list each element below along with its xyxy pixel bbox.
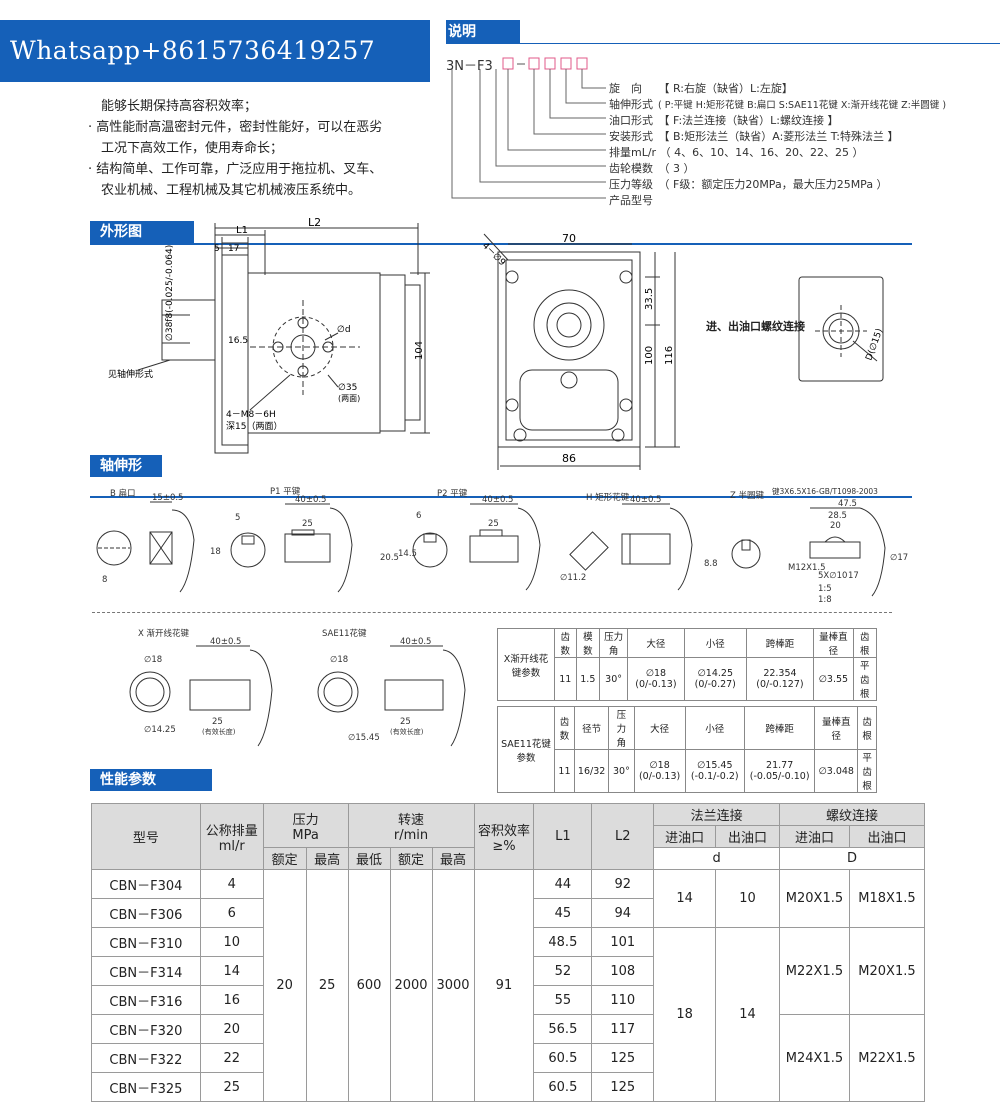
svg-text:1:5: 1:5: [818, 584, 832, 594]
svg-text:X 渐开线花键: X 渐开线花键: [138, 628, 190, 639]
svg-text:25: 25: [212, 717, 223, 727]
svg-text:∅38f8(-0.025/-0.064): ∅38f8(-0.025/-0.064): [165, 245, 175, 341]
svg-text:25: 25: [488, 519, 499, 529]
explain-title-bg: 说明: [446, 20, 520, 44]
svg-text:6: 6: [416, 511, 421, 521]
svg-text:P1 平键: P1 平键: [270, 486, 301, 497]
svg-text:∅18: ∅18: [330, 655, 348, 665]
svg-text:14.5: 14.5: [398, 549, 417, 559]
svg-text:116: 116: [664, 346, 675, 365]
svg-text:1:8: 1:8: [818, 595, 832, 605]
svg-text:18: 18: [210, 547, 221, 557]
code-boxes: [451, 57, 606, 199]
svg-text:(有效长度): (有效长度): [390, 727, 424, 736]
svg-text:17: 17: [848, 571, 859, 581]
svg-text:5: 5: [235, 513, 240, 523]
outline-header: 外形图: [90, 221, 912, 245]
svg-text:28.5: 28.5: [828, 511, 847, 521]
svg-text:100: 100: [644, 346, 655, 365]
svg-text:∅18: ∅18: [144, 655, 162, 665]
shaft-forms-row1: B 扁口 P1 平键 P2 平键 H 矩形花键 Z 半圆键 键3X6.5X16-…: [96, 486, 908, 605]
svg-text:5: 5: [214, 244, 220, 254]
explain-title: 说明: [448, 24, 476, 40]
thread-port-drawing: D(∅15): [798, 276, 885, 382]
th-model: 型号: [91, 803, 201, 870]
perf-header: 性能参数: [90, 769, 212, 791]
svg-text:∅15.45: ∅15.45: [348, 733, 380, 743]
svg-text:5X∅10: 5X∅10: [818, 571, 847, 581]
svg-text:15±0.5: 15±0.5: [152, 493, 183, 503]
svg-text:40±0.5: 40±0.5: [210, 637, 241, 647]
svg-text:33.5: 33.5: [644, 288, 655, 310]
svg-text:20: 20: [830, 521, 841, 531]
svg-text:40±0.5: 40±0.5: [295, 495, 326, 505]
svg-text:L2: L2: [308, 216, 321, 229]
svg-text:B 扁口: B 扁口: [110, 488, 136, 499]
svg-text:25: 25: [400, 717, 411, 727]
svg-text:∅11.2: ∅11.2: [560, 573, 586, 583]
svg-text:25: 25: [302, 519, 313, 529]
svg-text:(有效长度): (有效长度): [202, 727, 236, 736]
svg-text:Z 半圆键: Z 半圆键: [730, 490, 765, 501]
th-L2: L2: [591, 803, 655, 870]
svg-text:4－M8－6H: 4－M8－6H: [226, 410, 276, 420]
svg-text:40±0.5: 40±0.5: [482, 495, 513, 505]
svg-text:8.8: 8.8: [704, 559, 718, 569]
svg-text:D(∅15): D(∅15): [864, 327, 885, 362]
explain-rule: [446, 43, 1000, 44]
svg-text:16.5: 16.5: [228, 336, 248, 346]
svg-text:深15（两面）: 深15（两面）: [226, 421, 282, 432]
svg-text:104: 104: [414, 341, 425, 360]
svg-text:40±0.5: 40±0.5: [630, 495, 661, 505]
front-view-drawing: 70 86 33.5 100 116 4－∅9: [480, 232, 680, 470]
th-L1: L1: [533, 803, 593, 870]
svg-text:70: 70: [562, 232, 576, 245]
model-code: 3N－F3: [446, 59, 493, 74]
svg-text:(两面): (两面): [338, 394, 360, 403]
svg-text:H 矩形花键: H 矩形花键: [586, 492, 630, 503]
svg-text:17: 17: [228, 244, 239, 254]
th-flange: 法兰连接: [653, 803, 780, 826]
svg-text:∅17: ∅17: [890, 553, 908, 563]
svg-text:40±0.5: 40±0.5: [400, 637, 431, 647]
svg-text:键3X6.5X16-GB/T1098-2003: 键3X6.5X16-GB/T1098-2003: [772, 486, 878, 496]
svg-text:∅35: ∅35: [338, 383, 357, 393]
shaft-header: 轴伸形式: [90, 455, 912, 498]
whatsapp-banner: Whatsapp+8615736419257: [0, 20, 430, 82]
svg-text:86: 86: [562, 452, 576, 465]
svg-text:∅d: ∅d: [337, 325, 351, 335]
th-thread: 螺纹连接: [778, 803, 926, 826]
svg-text:8: 8: [102, 575, 107, 585]
thread-port-label: 进、出油口螺纹连接: [706, 320, 805, 333]
svg-text:∅14.25: ∅14.25: [144, 725, 176, 735]
code-legend: 旋 向 【 R:右旋（缺省）L:左旋】 轴伸形式 ( P:平键 H:矩形花键 B…: [609, 82, 947, 207]
th-eff: 容积效率≥%: [473, 803, 535, 870]
shaft-forms-row2: X 渐开线花键 SAE11花键 40±0.5 40±0.5 25 25 (有效长…: [129, 628, 466, 747]
svg-text:47.5: 47.5: [838, 499, 857, 509]
svg-text:20.5: 20.5: [380, 553, 399, 563]
shaft-divider: [92, 612, 892, 613]
svg-text:M12X1.5: M12X1.5: [788, 563, 826, 573]
features: 能够长期保持高容积效率； · 高性能耐高温密封元件，密封性能好，可以在恶劣 工况…: [88, 99, 383, 198]
side-view-drawing: L2 L1 5 17 ∅38f8(-0.025/-0.064) 16.5 ∅d …: [108, 216, 430, 454]
svg-text:P2 平键: P2 平键: [437, 488, 468, 499]
svg-text:见轴伸形式: 见轴伸形式: [108, 368, 153, 380]
svg-text:L1: L1: [236, 225, 248, 236]
svg-text:SAE11花键: SAE11花键: [322, 628, 367, 639]
